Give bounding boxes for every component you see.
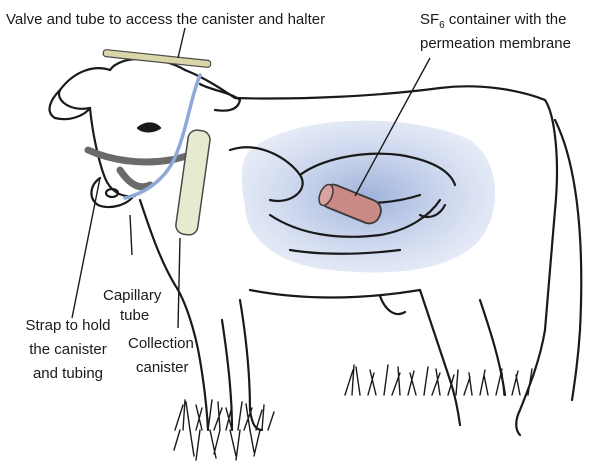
label-strap-line1: Strap to hold bbox=[7, 316, 129, 336]
label-strap-line2: the canister bbox=[7, 340, 129, 360]
label-capillary-line1: Capillary bbox=[103, 286, 161, 306]
label-sf6-line2: permeation membrane bbox=[420, 34, 571, 54]
grass bbox=[174, 365, 532, 460]
rumen-shading bbox=[242, 121, 495, 273]
label-collection-line2: canister bbox=[136, 358, 189, 378]
label-collection-line1: Collection bbox=[128, 334, 194, 354]
label-valve-tube: Valve and tube to access the canister an… bbox=[6, 10, 325, 30]
label-sf6-suffix: container with the bbox=[445, 11, 567, 28]
label-sf6-prefix: SF bbox=[420, 11, 439, 28]
label-sf6-line1: SF6 container with the bbox=[420, 10, 566, 30]
label-strap-line3: and tubing bbox=[7, 364, 129, 384]
valve-bar bbox=[103, 49, 211, 67]
